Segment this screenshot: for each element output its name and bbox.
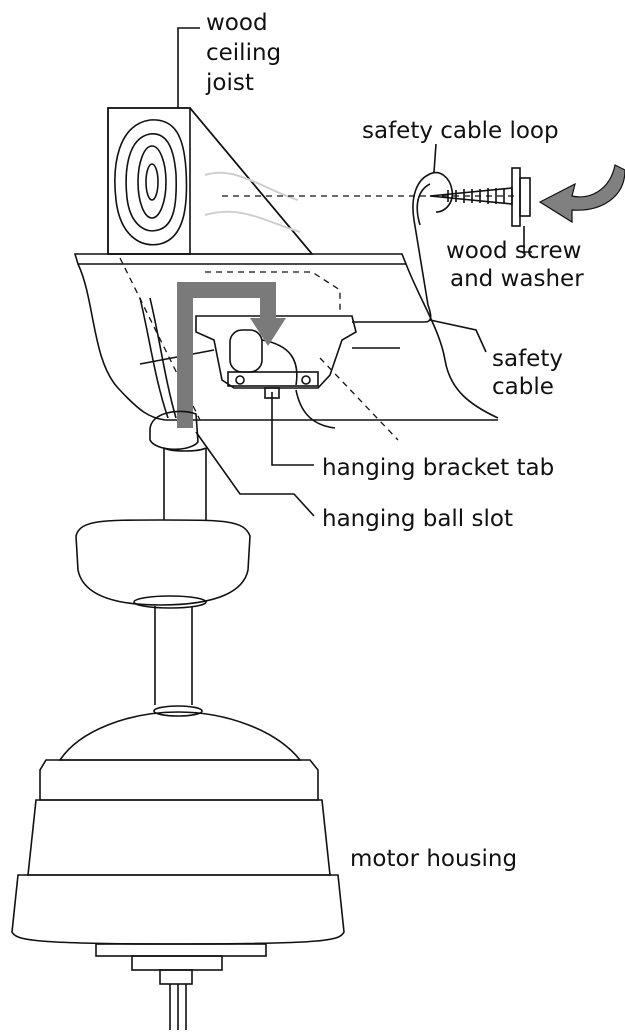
label-cable: cable	[492, 374, 554, 400]
label-motor-housing: motor housing	[350, 846, 517, 872]
label-safety-cable-loop: safety cable loop	[362, 118, 559, 144]
hook-path-arrow-icon	[177, 282, 286, 428]
label-joist-3: joist	[205, 70, 254, 96]
label-joist-1: wood	[206, 10, 268, 36]
label-wood-screw: wood screw	[446, 238, 581, 264]
downrod	[149, 410, 207, 520]
mounting-bracket	[139, 315, 400, 429]
ceiling-surface	[73, 253, 499, 421]
label-washer: and washer	[450, 266, 584, 292]
label-safety: safety	[492, 346, 563, 372]
wood-screw	[429, 167, 531, 227]
curved-arrow-icon	[538, 164, 625, 224]
ceiling-joist	[107, 107, 314, 255]
label-joist-2: ceiling	[206, 40, 281, 66]
label-hanging-bracket-tab: hanging bracket tab	[322, 455, 554, 481]
leader-lines	[177, 27, 532, 517]
supply-wire	[139, 297, 169, 419]
label-hanging-ball-slot: hanging ball slot	[322, 506, 513, 532]
canopy	[75, 519, 251, 705]
motor-housing	[11, 705, 345, 1030]
